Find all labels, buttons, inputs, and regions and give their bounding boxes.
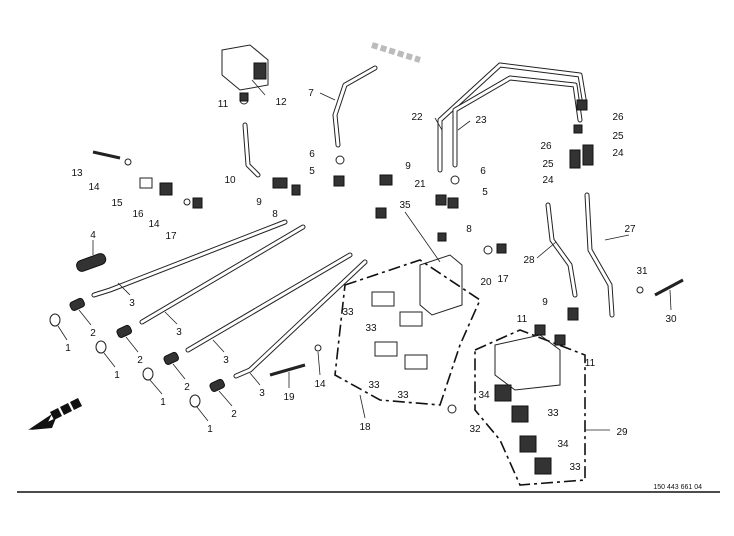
small-fittings — [124, 92, 644, 414]
callout: 2 — [184, 382, 190, 393]
callout: 6 — [480, 166, 486, 177]
grip-4 — [76, 253, 107, 272]
callout: 15 — [111, 198, 123, 209]
callout: 28 — [523, 255, 535, 266]
callout: 25 — [542, 159, 554, 170]
callout: 5 — [309, 166, 315, 177]
callout: 8 — [272, 209, 278, 220]
callout: 1 — [65, 343, 71, 354]
group-18-outline — [334, 259, 482, 406]
callout: 14 — [88, 182, 100, 193]
callout: 9 — [405, 161, 411, 172]
callout: 7 — [308, 88, 314, 99]
fittings-1-2 — [49, 297, 225, 408]
callout: 18 — [359, 422, 371, 433]
callout: 10 — [224, 175, 236, 186]
callout: 2 — [137, 355, 143, 366]
callout-labels: 1 1 1 1 2 2 2 2 3 3 3 3 4 5 5 6 6 7 8 8 … — [65, 88, 677, 473]
callout: 30 — [665, 314, 677, 325]
callout: 20 — [480, 277, 492, 288]
callout: 34 — [557, 439, 569, 450]
valve-block-29 — [494, 334, 561, 475]
callout: 29 — [616, 427, 628, 438]
callout: 17 — [497, 274, 509, 285]
callout: 21 — [414, 179, 426, 190]
callout: 11 — [218, 99, 229, 110]
callout: 33 — [368, 380, 380, 391]
callout: 33 — [569, 462, 581, 473]
group-29-outline — [474, 329, 586, 486]
callout: 24 — [542, 175, 554, 186]
callout: 17 — [165, 231, 177, 242]
callout: 14 — [148, 219, 160, 230]
callout: 3 — [129, 298, 135, 309]
callout: 23 — [475, 115, 487, 126]
callout: 33 — [397, 390, 409, 401]
callout: 6 — [309, 149, 315, 160]
callout: 33 — [547, 408, 559, 419]
callout: 3 — [223, 355, 229, 366]
callout: 13 — [71, 168, 83, 179]
callout: 35 — [399, 200, 411, 211]
callout: 26 — [612, 112, 624, 123]
callout: 19 — [283, 392, 295, 403]
pipe-3 — [91, 219, 368, 379]
callout: 1 — [207, 424, 213, 435]
callout: 16 — [132, 209, 144, 220]
callout: 8 — [466, 224, 472, 235]
callout: 33 — [342, 307, 354, 318]
callout: 11 — [517, 314, 528, 325]
callout: 5 — [482, 187, 488, 198]
callout: 32 — [469, 424, 481, 435]
callout: 33 — [365, 323, 377, 334]
callout: 12 — [275, 97, 287, 108]
callout: 4 — [90, 230, 96, 241]
callout: 22 — [411, 112, 423, 123]
callout: 11 — [585, 358, 596, 369]
callout: 3 — [259, 388, 265, 399]
callout: 27 — [624, 224, 636, 235]
callout: 25 — [612, 131, 624, 142]
callout: 1 — [114, 370, 120, 381]
drawing-number: 150 443 661 04 — [653, 484, 702, 491]
direction-arrow-icon — [28, 398, 82, 430]
callout: 14 — [314, 379, 326, 390]
callout: 24 — [612, 148, 624, 159]
callout: 9 — [256, 197, 262, 208]
callout: 2 — [231, 409, 237, 420]
callout: 3 — [176, 327, 182, 338]
leader-lines — [57, 79, 672, 431]
valve-block-18 — [371, 254, 463, 370]
callout: 1 — [160, 397, 166, 408]
callout: 31 — [636, 266, 648, 277]
callout: 34 — [478, 390, 490, 401]
callout: 9 — [542, 297, 548, 308]
callout: 2 — [90, 328, 96, 339]
callout: 26 — [540, 141, 552, 152]
